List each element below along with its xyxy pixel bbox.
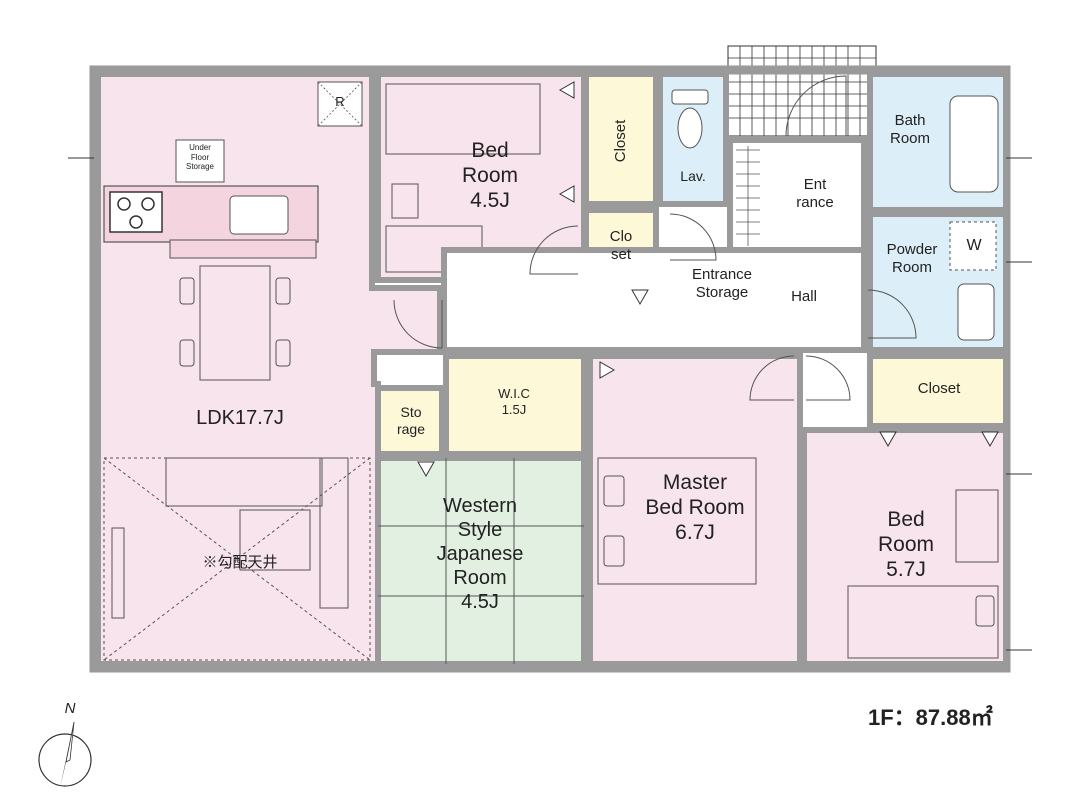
walk-in-closet: [443, 353, 587, 457]
master-bedroom: [587, 353, 803, 667]
washer-space: [949, 221, 997, 271]
refrigerator-label: R: [335, 94, 345, 109]
ldk-label: LDK17.7J: [196, 407, 284, 429]
western-japanese-label: Western Style Japanese Room 4.5J: [436, 495, 524, 613]
sofa: [165, 457, 349, 609]
floor-area-label: 1F：87.88㎡: [868, 705, 993, 730]
sink: [229, 195, 289, 235]
master-label: Master Bed Room 6.7J: [645, 471, 745, 545]
ceiling-note-label: ※勾配天井: [202, 554, 278, 571]
compass-icon: [38, 721, 92, 788]
under-floor-label: Under Floor Storage: [185, 143, 215, 172]
closet-3: [867, 353, 1009, 429]
door-swings: [393, 75, 917, 401]
bedroom-1-label: Bed Room 4.5J: [461, 139, 519, 213]
closet-3-label: Closet: [917, 380, 961, 397]
storage: [375, 385, 445, 457]
bedroom-2: [801, 427, 1009, 667]
hall-label: Hall: [791, 288, 817, 305]
closet-1-label: Closet: [612, 119, 629, 163]
bedroom-2-label: Bed Room 5.7J: [877, 508, 935, 582]
closet-2-label: Clo set: [609, 228, 633, 263]
storage-label: Sto rage: [396, 404, 426, 437]
dining-table: [179, 265, 291, 381]
powder-label: Powder Room: [886, 241, 938, 276]
lav-label: Lav.: [680, 168, 706, 184]
washer-label: W: [966, 237, 982, 254]
under-floor-storage-box: [175, 139, 225, 183]
refrigerator-icon: [317, 81, 363, 127]
stove-icon: [109, 191, 163, 233]
porch-tiles: [727, 45, 877, 137]
bedroom-1: [375, 71, 587, 283]
hall: [441, 247, 867, 353]
entrance: [727, 137, 867, 253]
western-japanese-room: [375, 455, 587, 667]
bath-label: Bath Room: [889, 112, 930, 147]
north-label: N: [64, 700, 76, 717]
wic-label: W.I.C 1.5J: [498, 386, 530, 417]
entrance-label: Ent rance: [796, 176, 834, 211]
closet-1: [583, 71, 659, 207]
entrance-storage-label: Entrance Storage: [691, 266, 753, 301]
